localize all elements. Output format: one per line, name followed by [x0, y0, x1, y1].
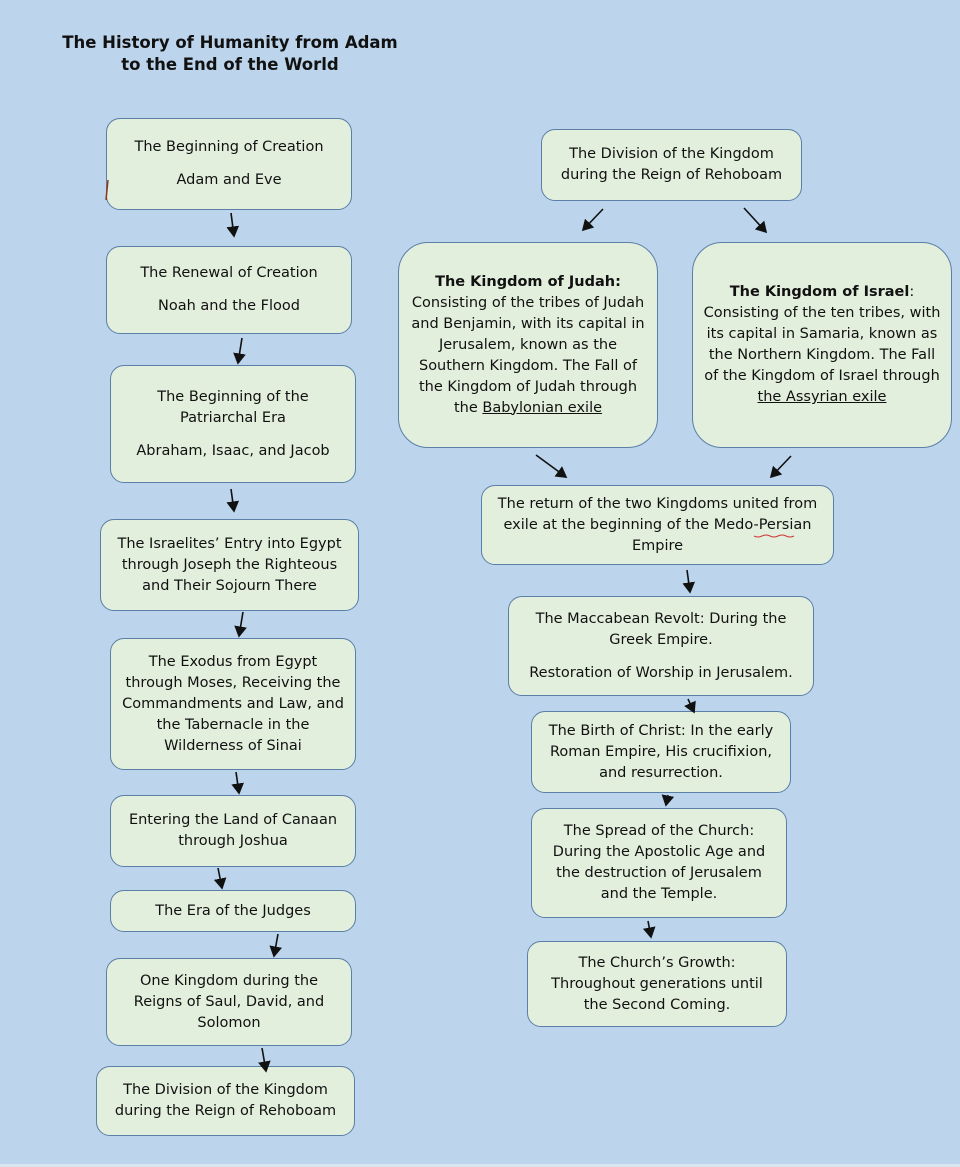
- box-text: Entering the Land of Canaan through Josh…: [128, 812, 338, 849]
- box-birth-of-christ: The Birth of Christ: In the early Roman …: [531, 711, 791, 793]
- box-line: The Beginning of Creation: [134, 139, 324, 155]
- box-kingdom-israel: The Kingdom of Israel: Consisting of the…: [692, 242, 952, 448]
- box-israelites-egypt: The Israelites’ Entry into Egypt through…: [100, 519, 359, 611]
- box-renewal-of-creation: The Renewal of Creation Noah and the Flo…: [106, 246, 352, 334]
- israel-exile-link: the Assyrian exile: [757, 389, 887, 405]
- arrow: [769, 455, 792, 479]
- judah-heading: The Kingdom of Judah:: [435, 273, 621, 290]
- arrow: [226, 212, 240, 238]
- box-division-right: The Division of the Kingdom during the R…: [541, 129, 802, 201]
- judah-body: Consisting of the tribes of Judah and Be…: [411, 294, 645, 416]
- box-one-kingdom: One Kingdom during the Reigns of Saul, D…: [106, 958, 352, 1046]
- arrow: [269, 933, 283, 958]
- box-line: Restoration of Worship in Jerusalem.: [529, 664, 793, 681]
- arrow: [642, 920, 656, 939]
- box-patriarchal-era: The Beginning of the Patriarchal Era Abr…: [110, 365, 356, 483]
- box-text: One Kingdom during the Reigns of Saul, D…: [133, 972, 325, 1031]
- box-line: The Beginning of the Patriarchal Era: [157, 388, 309, 426]
- arrow: [231, 771, 244, 795]
- arrow: [233, 337, 246, 365]
- judah-text: The Kingdom of Judah: Consisting of the …: [409, 272, 647, 419]
- judah-exile-link: Babylonian exile: [482, 399, 603, 416]
- box-line: The Maccabean Revolt: During the Greek E…: [535, 610, 787, 648]
- box-kingdom-judah: The Kingdom of Judah: Consisting of the …: [398, 242, 658, 448]
- box-line: The Renewal of Creation: [140, 265, 318, 281]
- box-judges: The Era of the Judges: [110, 890, 356, 932]
- arrow: [226, 488, 240, 513]
- arrow: [682, 569, 696, 594]
- arrow: [213, 867, 227, 890]
- israel-colon: :: [909, 284, 915, 300]
- box-text: The Church’s Growth: Throughout generati…: [551, 954, 763, 1013]
- box-text: The Exodus from Egypt through Moses, Rec…: [122, 653, 344, 754]
- box-line: Adam and Eve: [176, 172, 282, 188]
- arrow: [535, 454, 568, 478]
- box-beginning-of-creation: The Beginning of Creation Adam and Eve: [106, 118, 352, 210]
- israel-heading: The Kingdom of Israel: [729, 284, 910, 300]
- israel-text: The Kingdom of Israel: Consisting of the…: [703, 282, 941, 408]
- diagram-title: The History of Humanity from Adam to the…: [62, 33, 398, 74]
- arrow: [661, 794, 675, 807]
- box-text: The Spread of the Church: During the Apo…: [552, 823, 766, 902]
- box-text: The return of the two Kingdoms united fr…: [497, 495, 818, 554]
- page-edge: [0, 1164, 960, 1167]
- box-text: The Division of the Kingdom during the R…: [114, 1082, 337, 1119]
- arrow: [234, 611, 247, 638]
- box-line: Abraham, Isaac, and Jacob: [136, 442, 330, 459]
- box-canaan: Entering the Land of Canaan through Josh…: [110, 795, 356, 867]
- box-division-left: The Division of the Kingdom during the R…: [96, 1066, 355, 1136]
- box-return-from-exile: The return of the two Kingdoms united fr…: [481, 485, 834, 565]
- israel-body: Consisting of the ten tribes, with its c…: [703, 305, 941, 384]
- arrow: [743, 207, 768, 234]
- arrow: [581, 208, 604, 232]
- box-text: The Era of the Judges: [155, 902, 311, 919]
- box-maccabean-revolt: The Maccabean Revolt: During the Greek E…: [508, 596, 814, 696]
- box-text: The Israelites’ Entry into Egypt through…: [117, 535, 342, 594]
- box-church-growth: The Church’s Growth: Throughout generati…: [527, 941, 787, 1027]
- box-line: Noah and the Flood: [157, 298, 300, 314]
- box-spread-of-church: The Spread of the Church: During the Apo…: [531, 808, 787, 918]
- box-exodus: The Exodus from Egypt through Moses, Rec…: [110, 638, 356, 770]
- box-text: The Division of the Kingdom during the R…: [560, 146, 783, 183]
- box-text: The Birth of Christ: In the early Roman …: [548, 722, 774, 781]
